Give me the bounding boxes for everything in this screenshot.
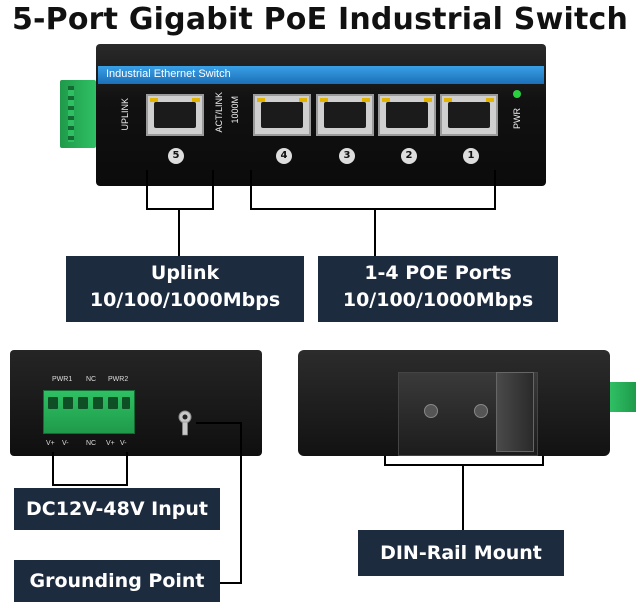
terminal-label-pwr2: PWR2 [108,376,129,383]
uplink-title: Uplink [150,262,220,284]
dc-bracket-left [52,452,54,486]
terminal-label-vminus1: V- [62,440,69,447]
poe-ports-title: 1-4 POE Ports [364,262,512,284]
din-bracket-left [384,456,386,466]
poe-port-4 [253,94,311,136]
grounding-callout: Grounding Point [14,560,220,602]
port-number: 3 [339,148,355,164]
poe-port-1 [440,94,498,136]
switch-label-band [98,66,544,84]
terminal-label-vplus2: V+ [106,440,115,447]
port-number: 1 [463,148,479,164]
poe-ports-callout: 1-4 POE Ports 10/100/1000Mbps [318,256,558,322]
ground-leader-horizontal [196,422,242,424]
act-link-label: ACT/LINK [214,92,224,133]
power-led-icon [513,90,521,98]
terminal-label-nc-bottom: NC [86,440,97,447]
poe-bracket-right [494,170,496,210]
poe-port-3 [316,94,374,136]
uplink-vertical-label: UPLINK [120,98,130,131]
uplink-port [146,94,204,136]
uplink-bracket-stem [178,208,180,256]
din-rail-clip [496,372,534,452]
ground-leader-vertical [240,422,242,584]
ground-leader-bottom [220,582,242,584]
terminal-label-vminus2: V- [120,440,127,447]
din-rail-callout: DIN-Rail Mount [358,530,564,576]
terminal-green-right [610,382,636,412]
port-number: 4 [276,148,292,164]
poe-bracket-bottom [250,208,496,210]
uplink-bracket-left [146,170,148,210]
terminal-label-vplus1: V+ [46,440,55,447]
uplink-callout: Uplink 10/100/1000Mbps [66,256,304,322]
uplink-speed: 10/100/1000Mbps [89,289,281,311]
grounding-lug-icon [178,410,192,436]
uplink-bracket-right [212,170,214,210]
poe-bracket-stem [374,208,376,256]
switch-band-text: Industrial Ethernet Switch [106,68,231,80]
screw-icon [424,404,438,418]
port-number: 2 [401,148,417,164]
din-bracket-stem [462,464,464,530]
speed-label: 1000M [230,96,240,124]
page-title: 5-Port Gigabit PoE Industrial Switch [11,2,629,37]
pwr-label: PWR [512,108,522,129]
terminal-label-nc: NC [86,376,97,383]
dc-input-callout: DC12V-48V Input [14,488,220,530]
poe-port-2 [378,94,436,136]
din-bracket-bottom [384,464,544,466]
terminal-label-pwr1: PWR1 [52,376,73,383]
poe-ports-speed: 10/100/1000Mbps [342,289,534,311]
din-rail-terminal-green [60,80,96,148]
power-terminal-block [43,390,135,434]
din-bracket-right [542,456,544,466]
port-number: 5 [168,148,184,164]
poe-bracket-left [250,170,252,210]
screw-icon [474,404,488,418]
dc-bracket-bottom [52,484,128,486]
dc-bracket-right [126,452,128,486]
uplink-bracket-bottom [146,208,214,210]
